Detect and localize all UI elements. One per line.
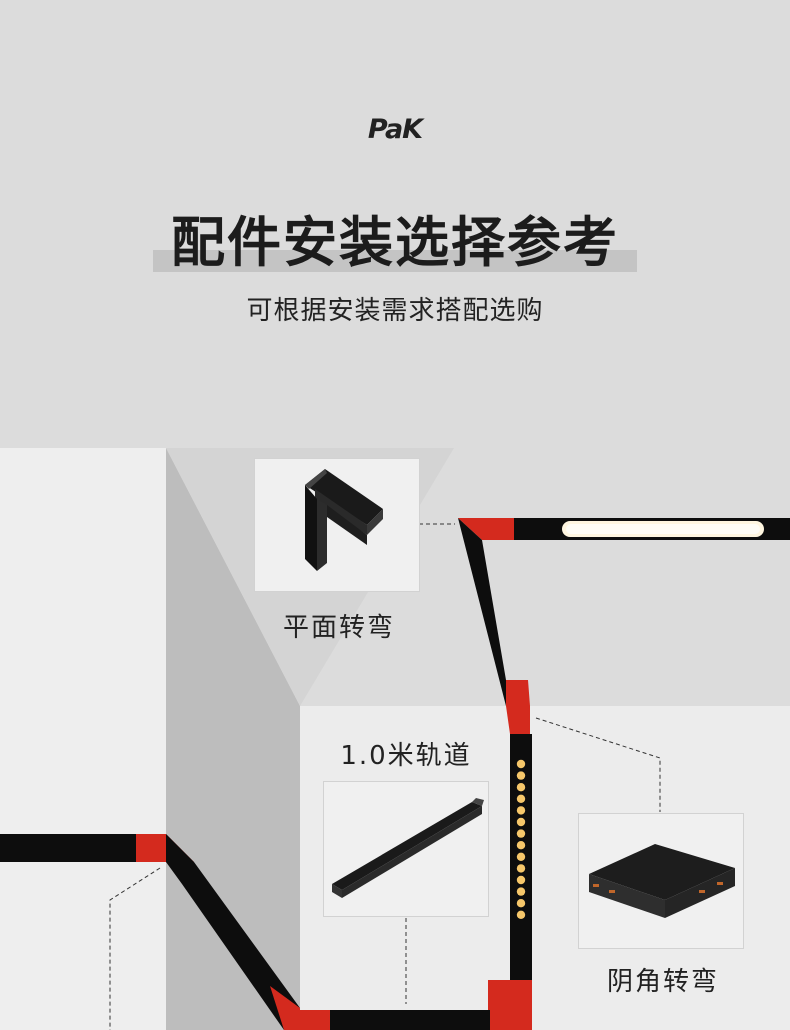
led-dot bbox=[516, 794, 526, 803]
led-dot bbox=[516, 759, 526, 769]
track-red-corner-mid bbox=[506, 680, 530, 734]
led-strip-core bbox=[566, 524, 760, 534]
led-dot bbox=[516, 910, 526, 919]
leader-left bbox=[109, 867, 161, 1030]
led-dot bbox=[516, 899, 526, 908]
led-dot bbox=[516, 887, 526, 896]
led-dot bbox=[516, 875, 526, 885]
straight-track-icon bbox=[332, 798, 484, 898]
flat-corner-connector-icon bbox=[305, 469, 383, 571]
product-card-inner-corner[interactable] bbox=[578, 813, 744, 949]
led-dots-group bbox=[516, 759, 526, 919]
track-red-corner-top bbox=[458, 518, 514, 540]
product-card-flat-corner[interactable] bbox=[254, 458, 420, 592]
page-subtitle: 可根据安装需求搭配选购 bbox=[246, 296, 544, 326]
track-diagonal-upper bbox=[458, 518, 528, 706]
led-dot bbox=[516, 771, 526, 780]
track-left-diagonal bbox=[166, 834, 300, 1030]
led-dot bbox=[516, 829, 526, 838]
track-red-bottom-corner bbox=[488, 980, 532, 1030]
led-dot bbox=[516, 852, 526, 861]
brand-logo: PaK bbox=[367, 114, 423, 145]
leader-inner-corner bbox=[535, 717, 661, 812]
inner-corner-connector-icon bbox=[589, 844, 735, 918]
page-title: 配件安装选择参考 bbox=[171, 211, 619, 274]
led-dot bbox=[516, 783, 526, 792]
led-dot bbox=[516, 806, 526, 815]
track-red-left-lower bbox=[270, 986, 300, 1030]
product-label-track: 1.0米轨道 bbox=[340, 741, 472, 771]
title-underline-bar bbox=[153, 250, 637, 272]
track-bottom-horizontal bbox=[330, 1010, 490, 1030]
track-left-horizontal bbox=[0, 834, 138, 862]
product-card-track[interactable] bbox=[323, 781, 489, 917]
led-dot bbox=[516, 841, 526, 850]
left-wall bbox=[0, 448, 166, 1030]
led-dot bbox=[516, 817, 526, 827]
led-dot bbox=[516, 864, 526, 873]
product-label-flat-corner: 平面转弯 bbox=[282, 613, 395, 643]
product-label-inner-corner: 阴角转弯 bbox=[606, 967, 719, 997]
